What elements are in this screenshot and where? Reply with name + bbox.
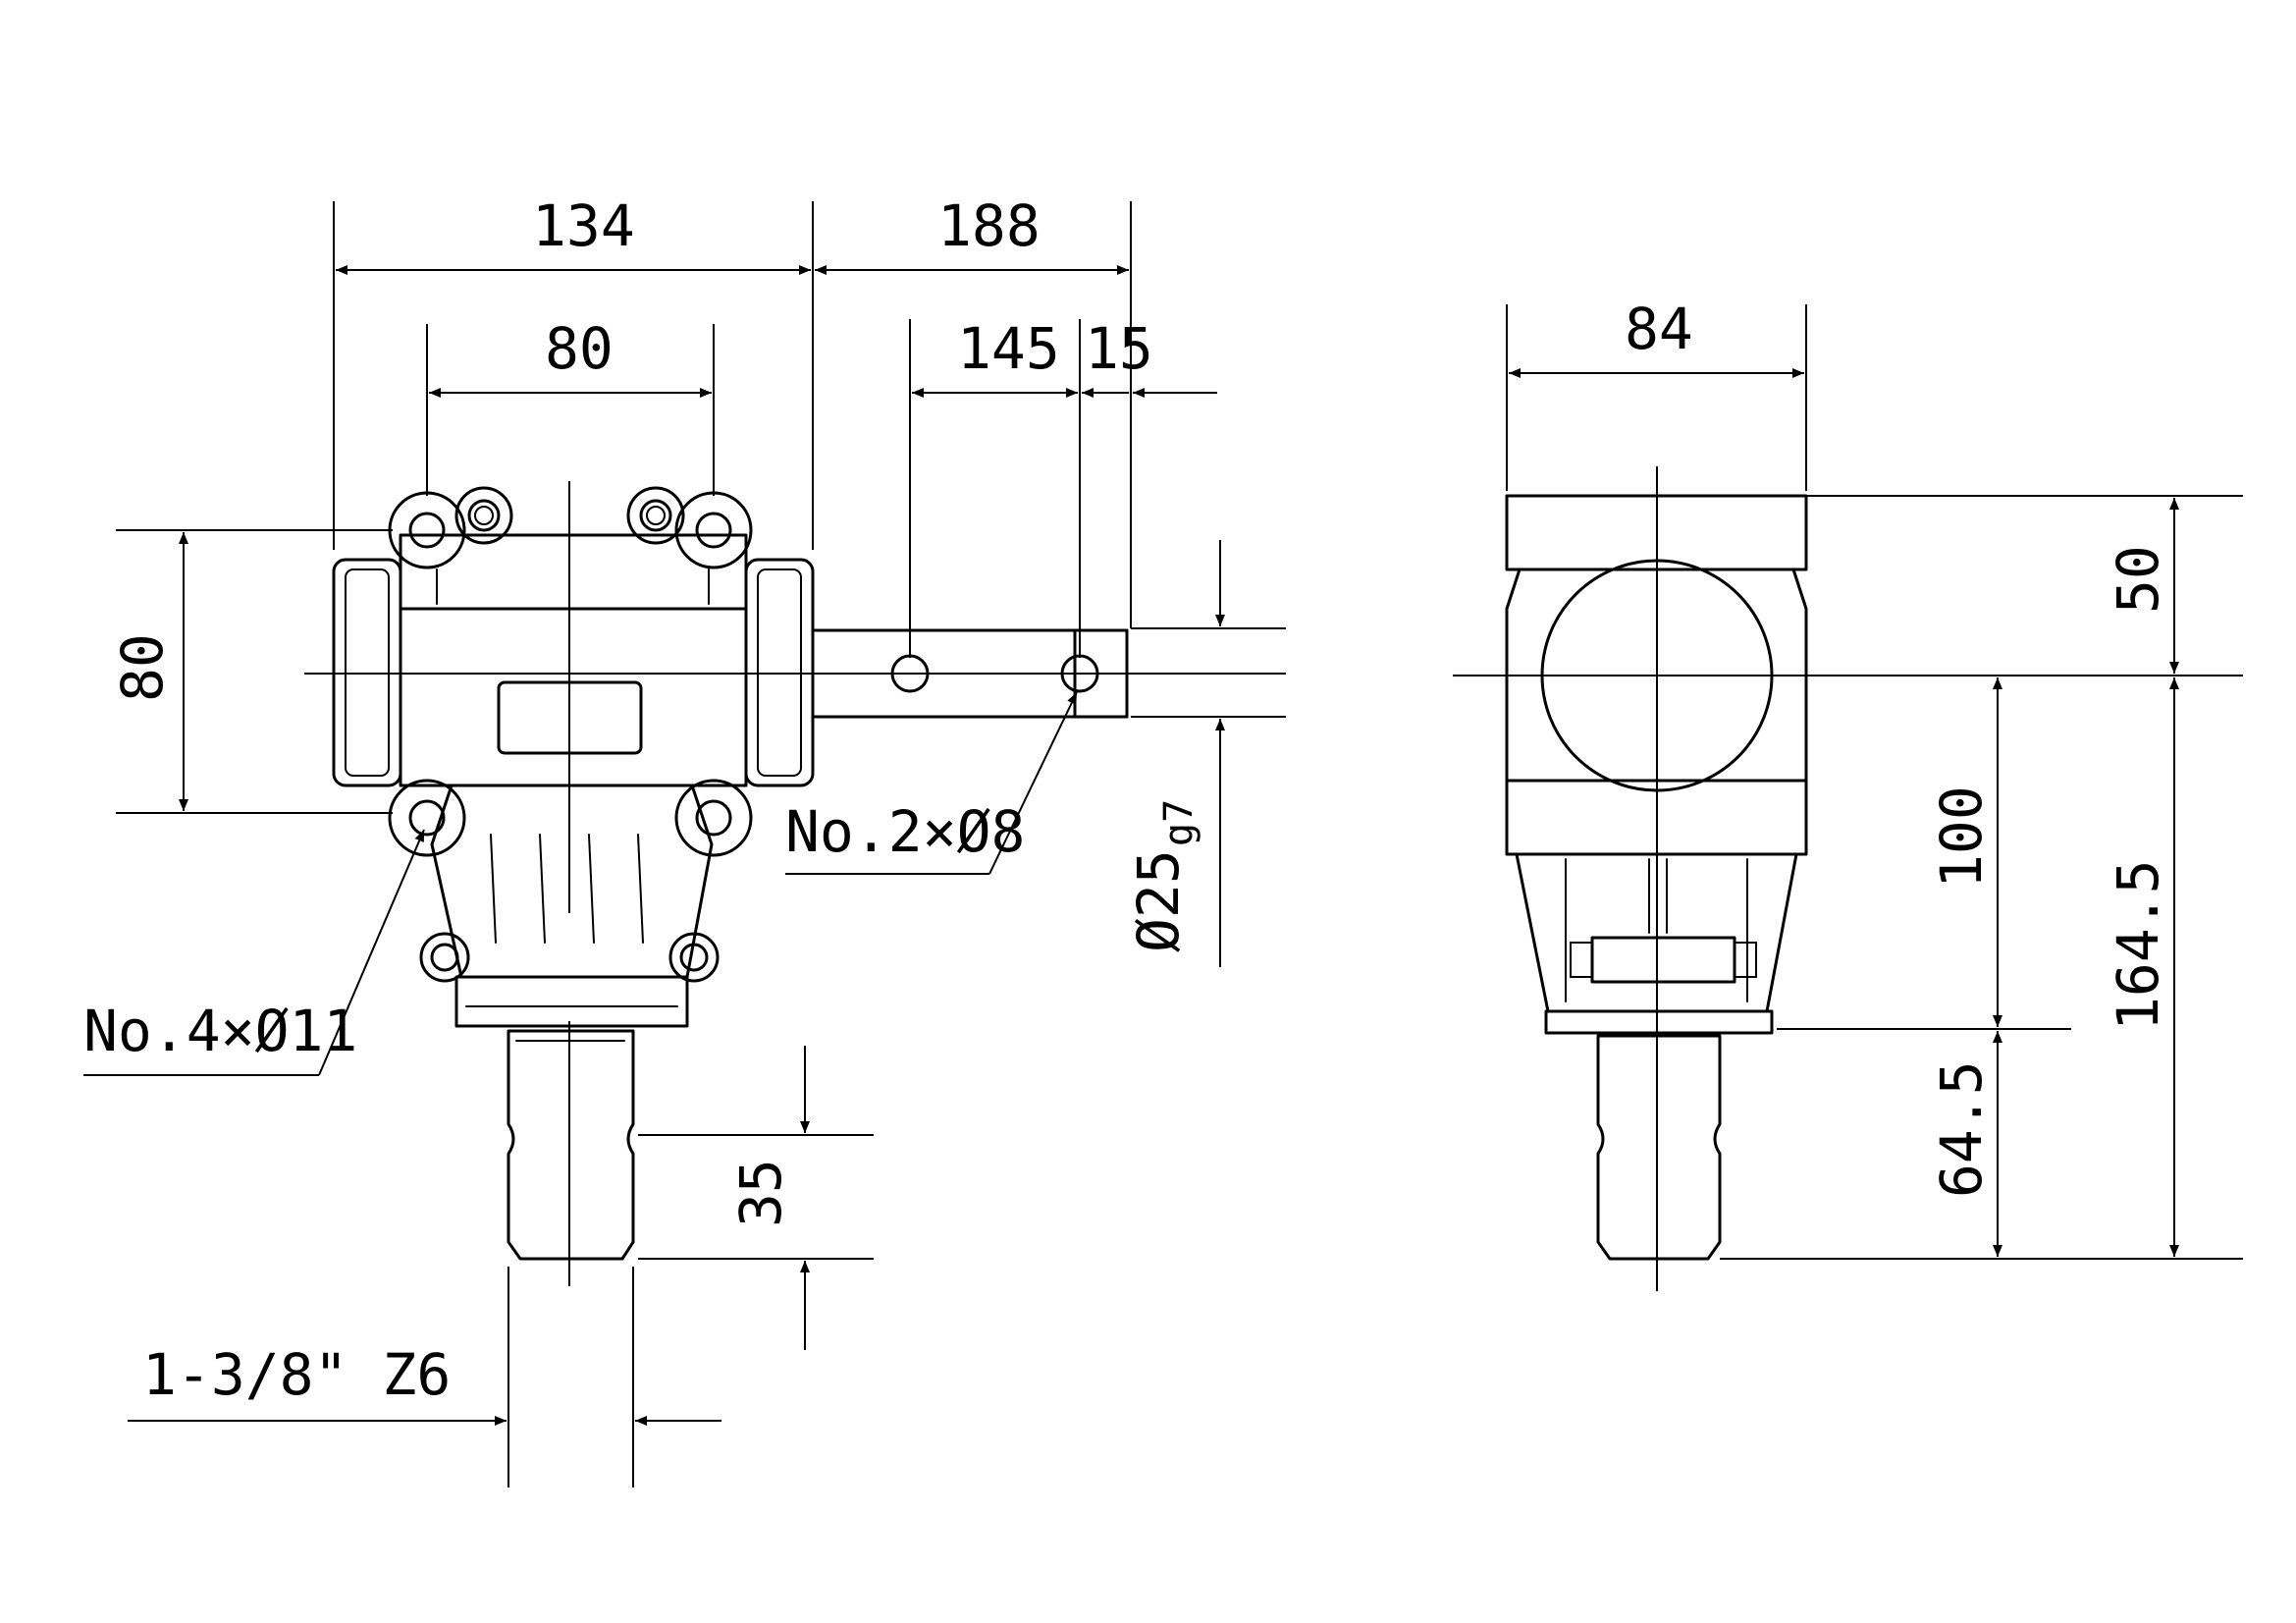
dim-80-top: 80 (545, 315, 614, 382)
side-key (1590, 936, 1736, 984)
dim-shaft-tol: g7 (1156, 799, 1201, 846)
dim-100: 100 (1928, 785, 1995, 889)
top-bracket (399, 533, 748, 611)
output-spline-shaft (507, 1029, 635, 1261)
callout-spline: 1-3/8" Z6 (142, 1341, 451, 1408)
side-base (1544, 1009, 1774, 1035)
side-view (1453, 466, 2243, 1291)
front-dimensions: 134 188 80 145 15 80 Ø25 g7 No.2×Ø (83, 192, 1286, 1488)
dim-15: 15 (1085, 315, 1153, 382)
dim-shaft-dia: Ø25 (1125, 849, 1192, 952)
gearbox-body (399, 607, 748, 787)
dim-145: 145 (957, 315, 1060, 382)
dim-64-5: 64.5 (1928, 1060, 1995, 1198)
callout-holes-large: No.4×Ø11 (83, 998, 357, 1064)
dim-84: 84 (1625, 296, 1693, 362)
side-output-spline (1596, 1034, 1722, 1261)
dim-134: 134 (532, 192, 635, 259)
dim-164-5: 164.5 (2105, 859, 2171, 1031)
callout-holes-small: No.2×Ø8 (785, 798, 1025, 865)
dim-50: 50 (2105, 545, 2171, 614)
dim-80-left: 80 (109, 633, 176, 702)
output-base (454, 975, 689, 1028)
bolts (419, 486, 720, 983)
dim-35: 35 (727, 1159, 794, 1227)
side-dimensions: 84 50 164.5 100 64.5 (1506, 296, 2243, 1260)
front-view (304, 481, 1286, 1286)
dim-188: 188 (937, 192, 1041, 259)
lower-housing (430, 784, 714, 979)
